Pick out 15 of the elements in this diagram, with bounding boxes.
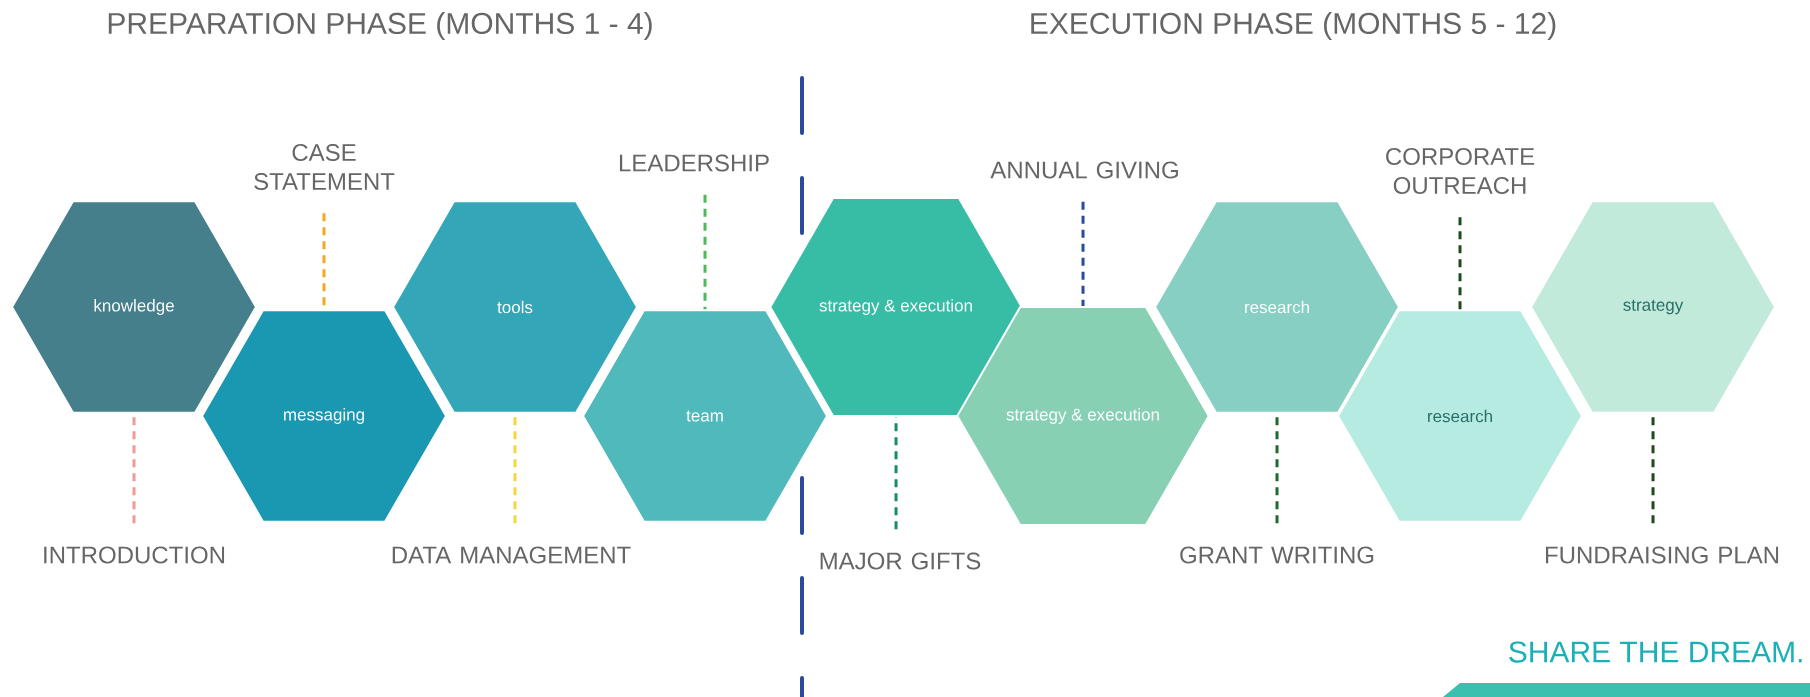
leader-line [1458, 217, 1462, 310]
milestone-label: LEADERSHIP [619, 154, 769, 172]
phase-heading: PREPARATION PHASE (MONTHS 1 - 4) [108, 12, 652, 40]
leader-line [1081, 201, 1085, 307]
milestone-label: MAJOR GIFTS [820, 552, 981, 570]
milestone-label: GRANT WRITING [1180, 546, 1374, 564]
milestone-label: DATA MANAGEMENT [392, 546, 631, 564]
milestone-label: CORPORATE OUTREACH [1386, 148, 1535, 194]
leader-line [703, 194, 707, 310]
milestone-label: INTRODUCTION [44, 546, 225, 564]
milestone-label: FUNDRAISING PLAN [1545, 546, 1779, 564]
phase-heading: EXECUTION PHASE (MONTHS 5 - 12) [1031, 12, 1556, 40]
milestone-label: ANNUAL GIVING [990, 161, 1178, 179]
tagline: SHARE THE DREAM. [1509, 641, 1802, 663]
milestone-label: CASE STATEMENT [254, 144, 395, 190]
